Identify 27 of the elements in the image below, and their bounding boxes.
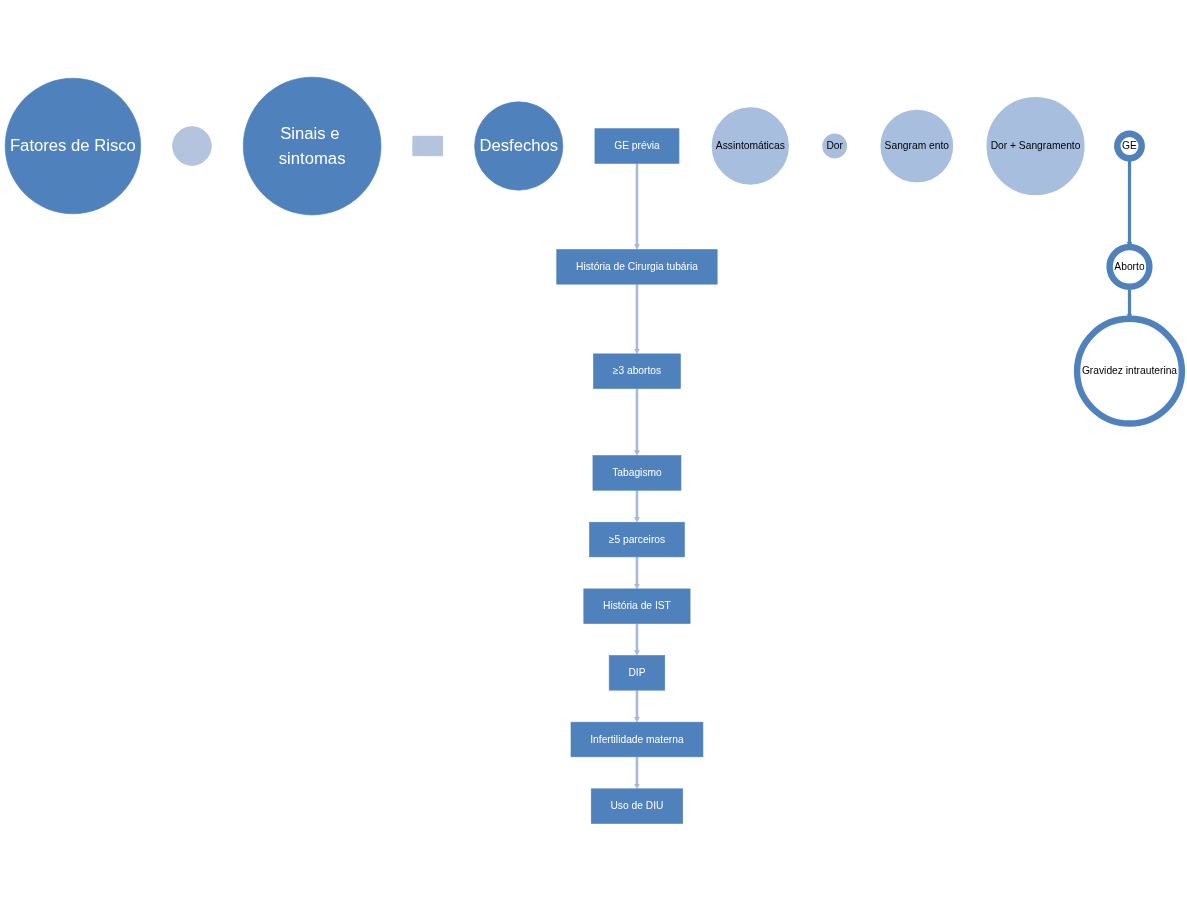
node-circle: Dor (820, 132, 849, 160)
node-circle: GE (1114, 130, 1145, 162)
node-box: Uso de DIU (590, 788, 683, 824)
node-circle: Assintomáticas (710, 106, 791, 187)
node-circle: Aborto (1106, 243, 1153, 291)
node-box: ≥3 abortos (593, 353, 681, 390)
node-circle: Fatores de Risco (4, 78, 141, 215)
arrow (634, 690, 640, 723)
node-circle: Sangram ento (879, 108, 955, 184)
arrow (634, 388, 640, 457)
node-circle: Sinais e sintomas (242, 77, 382, 216)
node-circle: Gravidez intrauterina (1073, 315, 1186, 427)
arrow (634, 557, 640, 590)
node-box: ≥5 parceiros (589, 522, 685, 558)
node-box: GE prévia (594, 128, 680, 164)
node-box: Infertilidade materna (570, 722, 704, 758)
node-box: DIP (608, 655, 666, 691)
node-circle: Desfechos (474, 101, 564, 191)
arrow (634, 490, 640, 523)
node-box: História de IST (583, 588, 691, 625)
arrow (634, 623, 640, 656)
node-box: História de Cirurgia tubária (556, 249, 718, 285)
arrow (634, 757, 640, 790)
node-box: Tabagismo (592, 455, 682, 491)
node-circle: Dor + Sangramento (985, 95, 1086, 197)
arrow (634, 284, 640, 355)
arrow (634, 163, 640, 250)
